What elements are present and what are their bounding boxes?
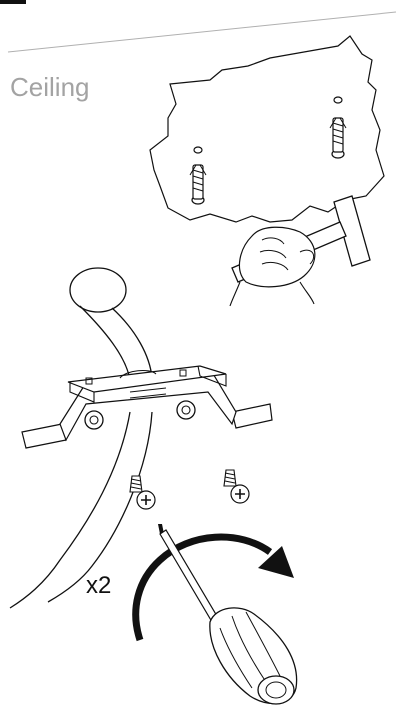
- anchor-icon: [189, 146, 207, 205]
- power-cable: [9, 267, 153, 609]
- section-divider: [7, 11, 397, 53]
- corner-mark: [0, 0, 26, 4]
- anchor-icon: [329, 96, 347, 159]
- rotate-clockwise-icon: [132, 533, 294, 642]
- screw-icon: [129, 475, 156, 510]
- hammer-icon: [229, 195, 371, 307]
- quantity-label: x2: [86, 572, 112, 599]
- mounting-bracket: [21, 365, 273, 449]
- ceiling-surface: [149, 35, 385, 223]
- screwdriver-icon: [158, 524, 298, 705]
- ceiling-label: Ceiling: [10, 72, 90, 102]
- screw-icon: [223, 469, 250, 504]
